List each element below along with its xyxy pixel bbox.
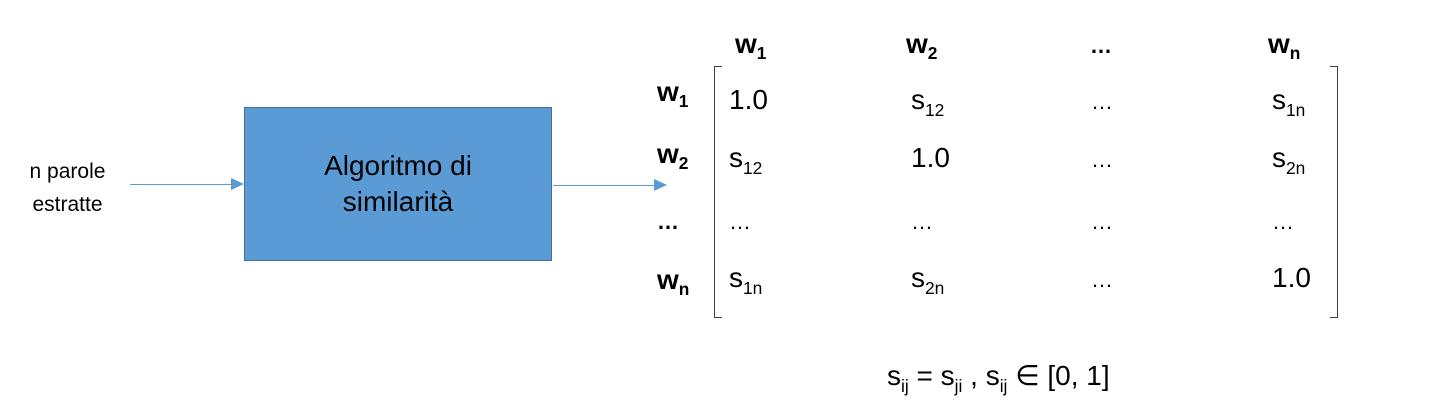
base-text: w	[735, 28, 757, 59]
base-text: …	[657, 209, 679, 234]
base-text: w	[657, 138, 679, 169]
base-text: s	[911, 262, 925, 293]
matrix-cell: s2n	[1272, 138, 1305, 188]
matrix-cell: s12	[729, 138, 762, 188]
input-arrow	[130, 178, 244, 190]
subscript-text: 2n	[925, 277, 945, 298]
formula-s1: s	[887, 360, 901, 391]
subscript-text: 2	[927, 43, 938, 64]
formula-s2: s	[940, 360, 955, 391]
input-label-line1: n parole	[29, 160, 106, 183]
matrix-cell: 1.0	[911, 138, 950, 178]
row-header: wn	[657, 260, 689, 309]
matrix-cell: …	[1091, 200, 1113, 242]
matrix-cell: …	[911, 200, 933, 242]
formula-equals: =	[908, 360, 941, 391]
matrix-left-bracket	[714, 66, 722, 318]
subscript-text: 2	[678, 153, 689, 174]
base-text: …	[911, 209, 933, 234]
base-text: 1.0	[729, 84, 768, 115]
matrix-right-bracket	[1330, 66, 1338, 318]
formula-sub2: ji	[954, 375, 963, 396]
column-header: …	[1090, 24, 1112, 66]
row-header: w2	[657, 134, 688, 183]
base-text: s	[729, 262, 743, 293]
matrix-cell: s12	[911, 80, 944, 130]
input-label-line2: estratte	[32, 193, 103, 216]
base-text: w	[657, 264, 679, 295]
base-text: 1.0	[911, 142, 950, 173]
matrix-cell: …	[1091, 80, 1113, 122]
subscript-text: n	[1289, 43, 1301, 64]
base-text: 1.0	[1272, 262, 1311, 293]
matrix-cell: s1n	[729, 258, 762, 308]
base-text: s	[1272, 84, 1286, 115]
matrix-cell: 1.0	[1272, 258, 1311, 298]
matrix-cell: …	[729, 200, 751, 242]
process-box-line2: similarità	[342, 186, 454, 217]
base-text: …	[1091, 89, 1113, 114]
base-text: …	[1090, 33, 1112, 58]
column-header: w1	[735, 24, 766, 73]
base-text: …	[729, 209, 751, 234]
base-text: s	[911, 84, 925, 115]
matrix-cell: s2n	[911, 258, 944, 308]
base-text: …	[1091, 147, 1113, 172]
matrix-cell: …	[1272, 200, 1294, 242]
subscript-text: 2n	[1286, 157, 1306, 178]
output-arrow	[553, 179, 667, 191]
base-text: …	[1272, 209, 1294, 234]
formula-comma: ,	[962, 360, 986, 391]
row-header: …	[657, 200, 679, 242]
subscript-text: 1	[678, 91, 689, 112]
subscript-text: 1	[756, 43, 767, 64]
base-text: …	[1091, 209, 1113, 234]
matrix-cell: …	[1091, 138, 1113, 180]
base-text: …	[1091, 267, 1113, 292]
process-box-line1: Algoritmo di	[324, 150, 472, 181]
subscript-text: 12	[743, 157, 763, 178]
base-text: w	[906, 28, 928, 59]
column-header: w2	[906, 24, 937, 73]
formula-range: ∈ [0, 1]	[1007, 360, 1110, 391]
subscript-text: 12	[925, 99, 945, 120]
base-text: s	[729, 142, 743, 173]
row-header: w1	[657, 72, 688, 121]
base-text: w	[657, 76, 679, 107]
formula-sub3: ij	[999, 375, 1008, 396]
subscript-text: 1n	[743, 277, 763, 298]
formula-sub1: ij	[901, 375, 909, 396]
base-text: s	[1272, 142, 1286, 173]
matrix-cell: …	[1091, 258, 1113, 300]
similarity-algorithm-box: Algoritmo di similarità	[244, 107, 552, 261]
subscript-text: 1n	[1286, 99, 1306, 120]
symmetry-formula: sij = sji , sij ∈ [0, 1]	[887, 356, 1110, 406]
matrix-cell: s1n	[1272, 80, 1305, 130]
base-text: w	[1268, 28, 1290, 59]
input-label: n parole estratte	[10, 155, 125, 221]
matrix-cell: 1.0	[729, 80, 768, 120]
column-header: wn	[1268, 24, 1300, 73]
subscript-text: n	[678, 279, 690, 300]
formula-s3: s	[985, 360, 1000, 391]
